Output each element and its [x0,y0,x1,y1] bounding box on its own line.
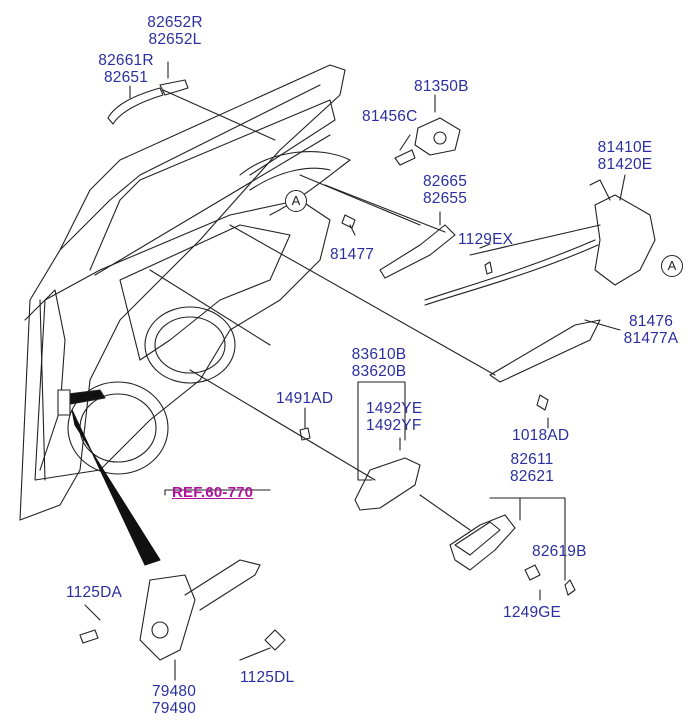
label-82652L: 82652L [148,31,202,48]
label-1125DA: 1125DA [66,584,123,601]
label-81477: 81477 [330,246,375,263]
ref-arrow [71,409,161,566]
rod [489,319,601,383]
label-82621: 82621 [509,468,555,485]
label-1129EX: 1129EX [458,231,514,248]
label-1125DL: 1125DL [240,669,295,686]
label-1491AD: 1491AD [276,390,334,407]
striker [414,117,461,156]
label-81476: 81476 [628,313,674,330]
label-81477A: 81477A [623,330,679,347]
callout-a-left: A [285,190,307,212]
label-1492YE: 1492YE [366,400,423,417]
label-81410E: 81410E [597,139,653,156]
label-82661R: 82661R [98,52,154,69]
ref-label: REF.60-770 [172,484,254,501]
label-79480: 79480 [151,683,197,700]
label-81456C: 81456C [362,108,418,125]
label-82665: 82665 [422,173,468,190]
label-82652R: 82652R [147,14,203,31]
outside-handle [107,87,164,125]
door-lock [594,194,656,286]
label-82619B: 82619B [532,543,587,560]
callout-a-right: A [661,255,683,277]
label-1492YF: 1492YF [366,417,422,434]
door-frame [19,64,346,521]
label-79490: 79490 [151,700,197,717]
label-82651: 82651 [103,69,149,86]
label-81350B: 81350B [414,78,469,95]
label-83620B: 83620B [351,363,407,380]
bolt-1125DA [79,629,99,644]
label-82611: 82611 [510,451,554,468]
inside-handle-bracket [379,224,456,279]
label-1249GE: 1249GE [503,604,562,621]
label-81420E: 81420E [597,156,653,173]
door-checker [139,574,196,661]
label-83610B: 83610B [351,346,407,363]
label-82655: 82655 [422,190,468,207]
inside-handle-housing [354,457,421,511]
label-1018AD: 1018AD [512,427,570,444]
door-inner-panel [34,199,331,481]
